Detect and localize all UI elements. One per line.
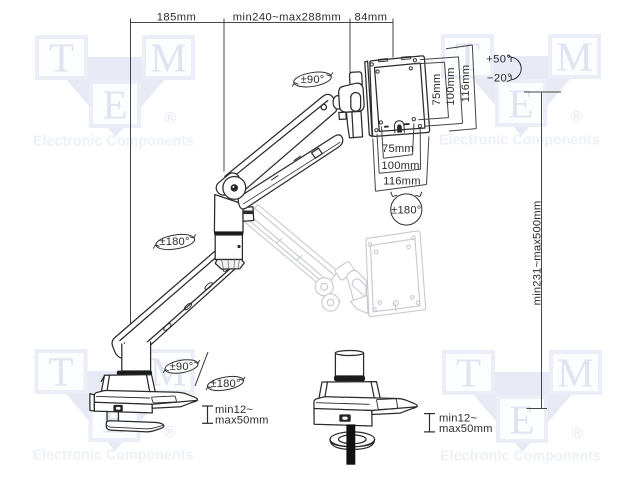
svg-text:min12~: min12~ [439, 412, 477, 424]
svg-text:75mm: 75mm [382, 143, 414, 155]
svg-text:100mm: 100mm [381, 160, 419, 172]
svg-text:116mm: 116mm [460, 65, 472, 102]
svg-text:100mm: 100mm [445, 67, 457, 105]
svg-text:min231~max500mm: min231~max500mm [532, 201, 544, 306]
svg-text:84mm: 84mm [355, 11, 388, 23]
svg-text:max50mm: max50mm [215, 415, 269, 427]
svg-text:min240~max288mm: min240~max288mm [233, 11, 341, 23]
svg-text:116mm: 116mm [383, 175, 420, 187]
svg-text:max50mm: max50mm [439, 423, 493, 435]
svg-text:±180°: ±180° [159, 236, 189, 248]
svg-text:185mm: 185mm [157, 11, 197, 23]
svg-text:±90°: ±90° [170, 361, 194, 373]
svg-text:−20°: −20° [487, 73, 512, 85]
svg-text:+50°: +50° [486, 53, 511, 65]
svg-text:min12~: min12~ [215, 404, 253, 416]
svg-text:75mm: 75mm [431, 74, 443, 106]
svg-text:±90°: ±90° [301, 74, 325, 86]
svg-text:±180°: ±180° [391, 204, 421, 216]
svg-text:±180°: ±180° [210, 378, 240, 390]
